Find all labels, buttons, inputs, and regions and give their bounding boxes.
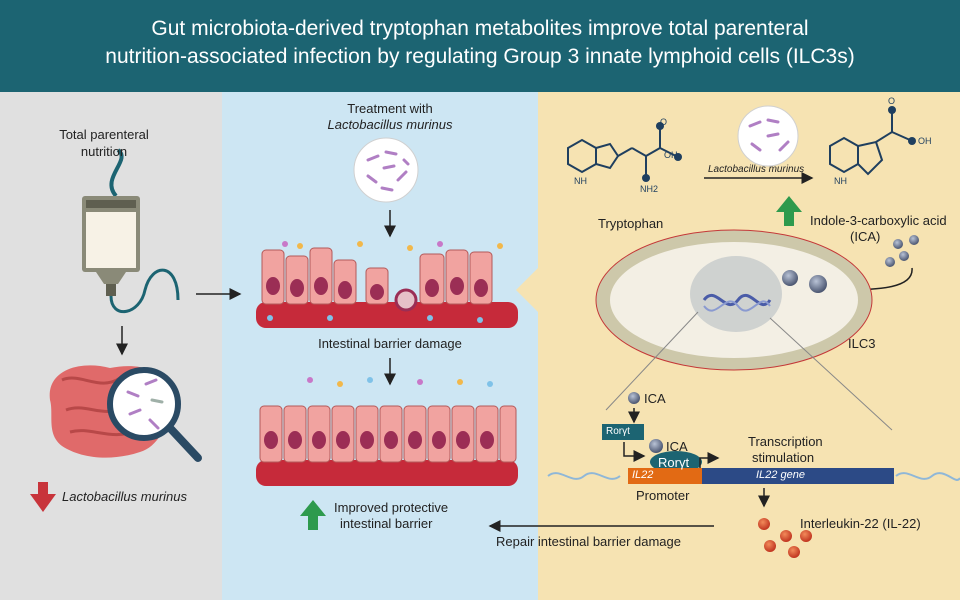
ilc3-cell bbox=[595, 229, 873, 371]
transcription-label-line-2: stimulation bbox=[752, 450, 815, 465]
ica-bound-label: ICA bbox=[666, 439, 688, 454]
o-label-2: O bbox=[660, 117, 668, 127]
o-label-1: O bbox=[888, 96, 896, 106]
decrease-arrow-icon bbox=[30, 482, 56, 512]
rorgt-binding-arrow bbox=[623, 442, 646, 462]
ica-bound-molecule bbox=[649, 439, 663, 453]
improved-barrier-line-2: intestinal barrier bbox=[340, 516, 433, 531]
nh-label-1: NH bbox=[574, 176, 587, 186]
transcription-arrow bbox=[699, 452, 720, 470]
oh-label-1: OH bbox=[664, 150, 678, 160]
rorgt-label-1: Rorγt bbox=[606, 426, 630, 437]
bacteria-dish-icon bbox=[353, 137, 419, 203]
il22-molecules bbox=[758, 518, 812, 558]
barrier-damage-label: Intestinal barrier damage bbox=[318, 336, 462, 351]
repair-label: Repair intestinal barrier damage bbox=[496, 534, 681, 549]
interleukin-label: Interleukin-22 (IL-22) bbox=[800, 516, 921, 531]
ica-label-line-2: (ICA) bbox=[850, 229, 881, 244]
tpn-label-line-2: nutrition bbox=[80, 144, 128, 159]
nh2-label: NH2 bbox=[640, 184, 659, 194]
title-line-1: Gut microbiota-derived tryptophan metabo… bbox=[151, 17, 809, 40]
increase-arrow-icon-right bbox=[776, 196, 802, 226]
bacteria-label-right: Lactobacillus murinus bbox=[708, 164, 805, 175]
rorgt-box-1 bbox=[602, 424, 644, 440]
zoom-line-left bbox=[605, 311, 699, 411]
ica-small-molecule bbox=[628, 392, 640, 404]
ica-molecules bbox=[885, 235, 919, 267]
increase-arrow-icon-middle bbox=[300, 500, 326, 530]
tryptophan-label: Tryptophan bbox=[598, 216, 664, 231]
ica-atoms bbox=[888, 106, 916, 145]
ica-structure bbox=[829, 112, 911, 176]
ica-label-line-1: Indole-3-carboxylic acid bbox=[810, 213, 947, 228]
zoom-line-right bbox=[769, 317, 893, 431]
title-line-2: nutrition-associated infection by regula… bbox=[105, 45, 855, 68]
iv-bag-icon bbox=[82, 148, 180, 314]
healthy-epithelium bbox=[256, 377, 518, 486]
nh-label-2: NH bbox=[834, 176, 847, 186]
transcription-label-line-1: Transcription bbox=[748, 434, 823, 449]
tryptophan-atoms bbox=[642, 122, 682, 182]
bacteria-dish-icon-right bbox=[737, 105, 799, 167]
tryptophan-structure bbox=[567, 128, 677, 176]
il22-gene-label: IL22 gene bbox=[756, 469, 805, 481]
improved-barrier-line-1: Improved protective bbox=[334, 500, 449, 515]
left-panel bbox=[0, 92, 222, 600]
damaged-epithelium bbox=[256, 241, 518, 328]
rorgt-label-2: Rorγt bbox=[658, 455, 690, 470]
oh-label-2: OH bbox=[918, 136, 932, 146]
ilc3-label: ILC3 bbox=[848, 336, 876, 351]
magnifier-icon bbox=[107, 367, 202, 462]
promoter-label: Promoter bbox=[636, 488, 690, 503]
dna-strand bbox=[547, 468, 960, 484]
tpn-label-line-1: Total parenteral bbox=[59, 127, 149, 142]
rorgt-oval-2 bbox=[650, 451, 702, 473]
treatment-label-line-1: Treatment with bbox=[347, 101, 433, 116]
title-banner: Gut microbiota-derived tryptophan metabo… bbox=[0, 0, 960, 92]
ica-small-label: ICA bbox=[644, 391, 666, 406]
il22-promoter-label: IL22 bbox=[632, 469, 654, 481]
treatment-label-line-2: Lactobacillus murinus bbox=[327, 117, 453, 132]
decrease-lactobacillus-label: Lactobacillus murinus bbox=[62, 489, 188, 504]
panel-pointer bbox=[516, 268, 538, 312]
